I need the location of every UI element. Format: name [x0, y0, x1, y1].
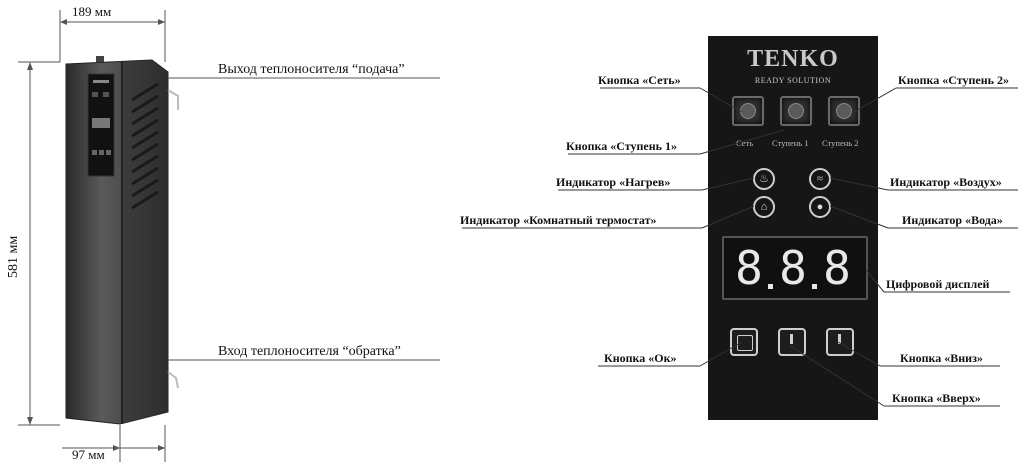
inlet-label: Вход теплоносителя “обратка” — [218, 344, 401, 359]
up-button[interactable] — [778, 328, 806, 356]
key-label-power: Сеть — [736, 138, 754, 148]
callout-up-button: Кнопка «Вверх» — [892, 391, 981, 405]
height-dimension-label: 581 мм — [6, 235, 21, 278]
down-button[interactable] — [826, 328, 854, 356]
air-indicator-icon: ≈ — [809, 168, 831, 190]
digital-display: 8 8 8 — [722, 236, 868, 300]
power-key[interactable] — [732, 96, 764, 126]
stage2-key[interactable] — [828, 96, 860, 126]
callout-heating-indicator: Индикатор «Нагрев» — [556, 175, 671, 189]
display-digit-1: 8 — [735, 241, 763, 295]
outlet-label: Выход теплоносителя “подача” — [218, 62, 405, 77]
brand-logo: TENKO — [747, 46, 839, 72]
callout-down-button: Кнопка «Вниз» — [900, 351, 983, 365]
display-dot-1 — [768, 284, 773, 289]
callout-ok-button: Кнопка «Ок» — [604, 351, 677, 365]
callout-stage1-button: Кнопка «Ступень 1» — [566, 139, 678, 153]
boiler-drawing — [18, 10, 440, 462]
callout-digital-display: Цифровой дисплей — [886, 277, 990, 291]
key-label-stage1: Ступень 1 — [772, 138, 809, 148]
room-thermostat-indicator-icon: ⌂ — [753, 196, 775, 218]
display-digit-2: 8 — [779, 241, 807, 295]
callout-room-thermostat-indicator: Индикатор «Комнатный термостат» — [460, 213, 657, 227]
ok-button[interactable] — [730, 328, 758, 356]
callout-water-indicator: Индикатор «Вода» — [902, 213, 1003, 227]
stage1-key[interactable] — [780, 96, 812, 126]
control-panel: TENKO READY SOLUTION Сеть Ступень 1 Ступ… — [708, 36, 878, 420]
key-label-stage2: Ступень 2 — [822, 138, 859, 148]
callout-air-indicator: Индикатор «Воздух» — [890, 175, 1002, 189]
callout-stage2-button: Кнопка «Ступень 2» — [898, 73, 1010, 87]
display-digit-3: 8 — [823, 241, 851, 295]
brand-tagline: READY SOLUTION — [754, 76, 832, 85]
depth-dimension-label: 97 мм — [72, 447, 105, 462]
display-dot-2 — [812, 284, 817, 289]
water-indicator-icon: ● — [809, 196, 831, 218]
callout-power-button: Кнопка «Сеть» — [598, 73, 681, 87]
heating-indicator-icon: ♨ — [753, 168, 775, 190]
width-dimension-label: 189 мм — [72, 4, 112, 19]
